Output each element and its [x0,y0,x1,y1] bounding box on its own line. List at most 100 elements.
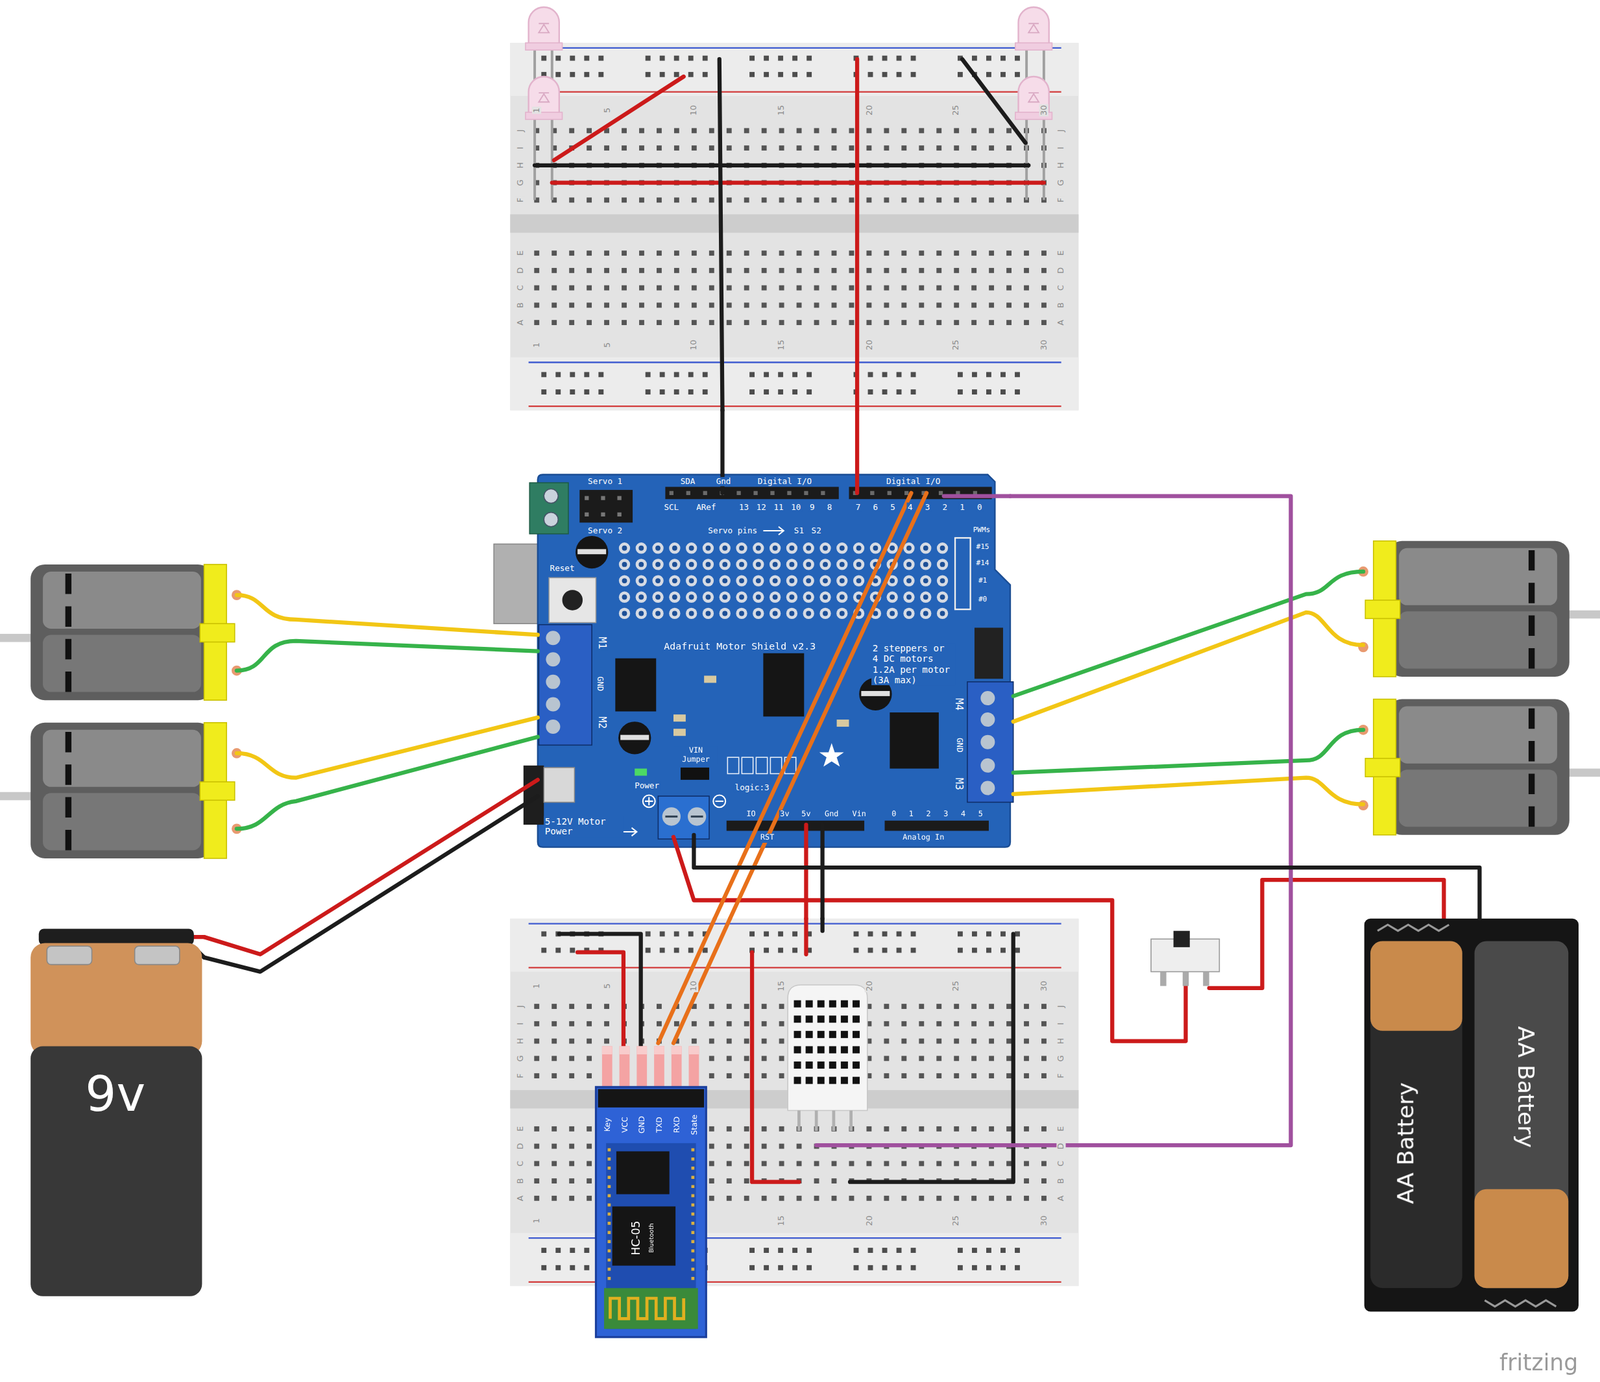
breadboard-art [901,1055,907,1061]
breadboard-art [1006,1038,1012,1044]
motor-shield-board [980,690,995,706]
breadboard-art [533,1160,540,1166]
breadboard-art [1041,1021,1047,1027]
breadboard-art [936,1055,942,1061]
motor-shield-board [685,558,697,570]
breadboard-art [910,947,917,954]
bluetooth-module [689,1045,700,1089]
breadboard-label: 30 [1039,103,1049,117]
motor-shield-board [769,542,781,554]
breadboard-art [779,1143,785,1150]
breadboard-art [639,145,645,151]
breadboard-art [744,1143,750,1150]
breadboard-art [533,1195,540,1201]
breadboard-art [1006,319,1012,326]
battery-holder-art [1370,940,1463,1031]
breadboard-art [1023,1021,1030,1027]
motor-shield-board [665,486,839,499]
breadboard-art [866,197,872,203]
breadboard-art [1006,1160,1012,1166]
breadboard-art [551,1055,557,1061]
led [1015,7,1053,50]
motor-shield-label: 11 [772,502,785,512]
breadboard-art [988,1021,994,1027]
breadboard-art [918,285,924,291]
breadboard-art [849,285,855,291]
breadboard-label: 1 [532,341,542,349]
breadboard-art [761,127,767,134]
motor-shield-board [839,594,845,600]
breadboard-art [918,250,924,256]
jumper-wire [559,933,642,1046]
breadboard-art [726,1003,732,1009]
breadboard-art [988,285,994,291]
dht-sensor [817,1030,825,1039]
breadboard-art [957,371,963,377]
breadboard-label: J [1056,128,1066,134]
breadboard-art [761,250,767,256]
motor-shield-board [786,607,798,619]
breadboard-art [551,267,557,274]
motor-shield-board [923,578,929,584]
motor-shield-board [752,607,764,619]
breadboard-art [604,197,610,203]
dc-motor [0,564,243,701]
motor-shield-board [634,768,647,776]
motor-shield-board [853,542,865,554]
breadboard-art [744,302,750,308]
breadboard-art [936,319,942,326]
motor-shield-board [702,574,714,586]
breadboard-art [586,1003,592,1009]
breadboard-art [882,931,888,937]
breadboard-art [744,319,750,326]
breadboard-art [953,1126,959,1132]
breadboard-art [792,371,798,377]
motor-shield-board [703,675,717,683]
motor-shield-board [940,545,946,551]
bluetooth-module-label: HC-05 [630,1219,643,1257]
bluetooth-module [602,1045,613,1055]
motor-shield-board [819,574,831,586]
breadboard-label: H [515,1036,525,1046]
motor-shield-board [545,719,560,734]
motor-shield-label: Analog In [901,833,946,843]
motor-shield-label: 12 [755,502,767,512]
motor-shield-board [903,607,915,619]
breadboard-art [533,1003,540,1009]
motor-shield-label: 2 [925,810,932,820]
breadboard-art [744,267,750,274]
breadboard-art [936,197,942,203]
breadboard-art [656,1003,662,1009]
motor-shield-board [662,807,681,826]
breadboard-art [882,1265,888,1271]
breadboard-art [688,371,694,377]
breadboard-art [761,145,767,151]
jumper-wire [803,918,808,955]
motor-shield-board [545,630,560,645]
breadboard-art [883,1055,889,1061]
motor-shield-board [655,578,661,584]
breadboard-art [726,1160,732,1166]
breadboard-art [918,127,924,134]
motor-shield-board [638,594,644,600]
breadboard-art [656,145,662,151]
breadboard-art [569,250,575,256]
breadboard-art [918,1055,924,1061]
motor-shield-board [884,820,989,832]
bluetooth-module [602,1045,699,1089]
breadboard-label: 1 [532,106,542,114]
motor-shield-board [936,558,948,570]
bluetooth-module [598,1089,705,1108]
breadboard-art [744,1055,750,1061]
motor-shield-label: M2 [596,715,608,730]
breadboard-art [918,319,924,326]
breadboard-art [1014,72,1020,78]
breadboard-art [656,267,662,274]
motor-shield-label: 3v [779,810,791,820]
breadboard-art [901,197,907,203]
motor-shield-board [856,545,862,551]
breadboard-art [763,931,769,937]
breadboard-label: E [1056,249,1066,257]
motor-wire [1013,777,1364,805]
bluetooth-module [636,1045,647,1089]
